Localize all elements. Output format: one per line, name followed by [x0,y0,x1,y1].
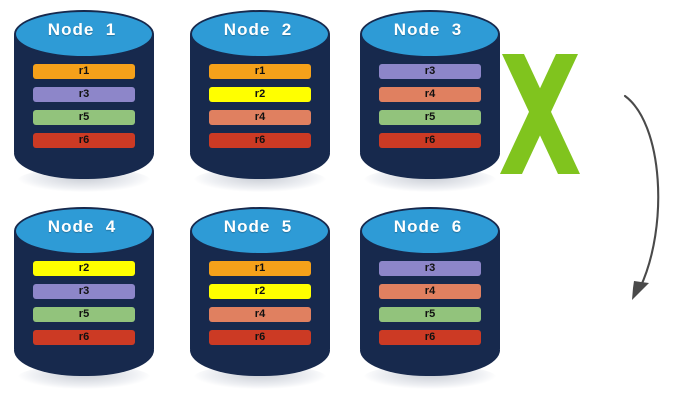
record-bar[interactable]: r5 [33,307,135,322]
node-4[interactable]: Node 4 r2 r3 r5 r6 [12,205,156,389]
node-6[interactable]: Node 6 r3 r4 r5 r6 [358,205,502,389]
record-bar[interactable]: r3 [379,261,481,276]
record-list: r1 r2 r4 r6 [188,64,332,148]
record-list: r3 r4 r5 r6 [358,64,502,148]
record-bar[interactable]: r6 [33,133,135,148]
record-bar[interactable]: r5 [379,307,481,322]
node-title: Node 5 [223,217,293,236]
record-bar[interactable]: r6 [209,133,311,148]
record-bar[interactable]: r4 [379,87,481,102]
record-bar[interactable]: r6 [209,330,311,345]
record-bar[interactable]: r2 [209,87,311,102]
node-title: Node 6 [393,217,463,236]
record-list: r1 r3 r5 r6 [12,64,156,148]
cylinder-top [190,10,330,58]
node-2[interactable]: Node 2 r1 r2 r4 r6 [188,8,332,192]
cylinder-top [360,10,500,58]
record-bar[interactable]: r2 [33,261,135,276]
node-title: Node 2 [223,20,293,39]
record-bar[interactable]: r1 [33,64,135,79]
record-bar[interactable]: r4 [379,284,481,299]
cylinder-top [14,207,154,255]
record-bar[interactable]: r6 [379,133,481,148]
record-list: r1 r2 r4 r6 [188,261,332,345]
record-bar[interactable]: r6 [379,330,481,345]
node-5[interactable]: Node 5 r1 r2 r4 r6 [188,205,332,389]
node-title: Node 1 [47,20,117,39]
node-title: Node 3 [393,20,463,39]
record-bar[interactable]: r3 [33,284,135,299]
record-bar[interactable]: r6 [33,330,135,345]
record-list: r3 r4 r5 r6 [358,261,502,345]
record-bar[interactable]: r1 [209,64,311,79]
cylinder-top [190,207,330,255]
record-list: r2 r3 r5 r6 [12,261,156,345]
node-1[interactable]: Node 1 r1 r3 r5 r6 [12,8,156,192]
record-bar[interactable]: r5 [33,110,135,125]
record-bar[interactable]: r4 [209,110,311,125]
record-bar[interactable]: r3 [379,64,481,79]
record-bar[interactable]: r1 [209,261,311,276]
cylinder-top [14,10,154,58]
record-bar[interactable]: r5 [379,110,481,125]
node-title: Node 4 [47,217,117,236]
cylinder-body [190,227,330,376]
record-bar[interactable]: r4 [209,307,311,322]
record-bar[interactable]: r2 [209,284,311,299]
cylinder-top [360,207,500,255]
record-bar[interactable]: r3 [33,87,135,102]
